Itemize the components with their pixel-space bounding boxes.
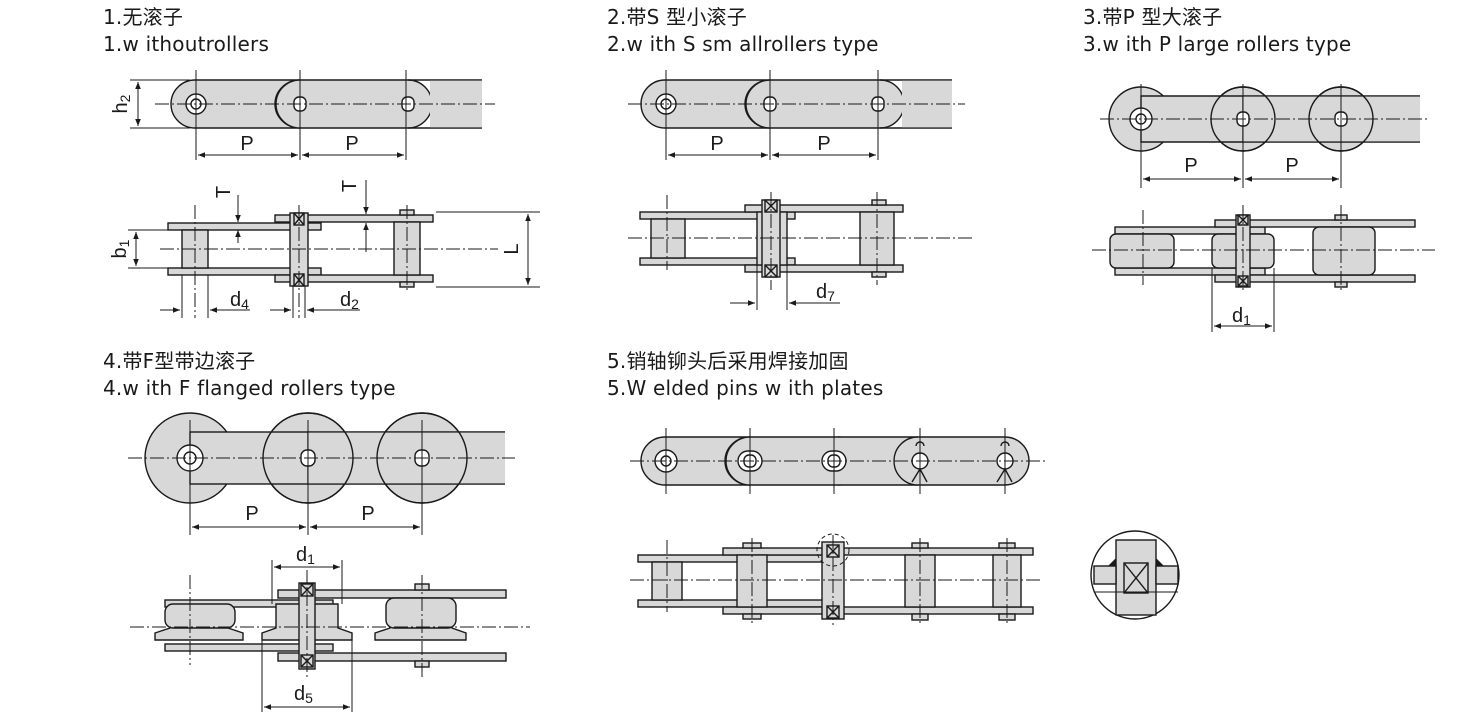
s3-pitch-label-2: P xyxy=(1285,155,1298,177)
section-1-title-en: 1.w ithoutrollers xyxy=(103,32,270,56)
section-4-title-en: 4.w ith F flanged rollers type xyxy=(103,376,396,400)
d4-label: d4 xyxy=(230,289,249,312)
section-1-top-centerlines xyxy=(160,205,498,318)
section-5-top-centerlines xyxy=(630,533,1040,625)
dimension-labels: P P h2 b1 T T L d4 d2 P P d7 P P d1 P P … xyxy=(109,94,1299,706)
section-1-top-view xyxy=(167,209,434,288)
section-3-top-dims xyxy=(1092,205,1435,332)
section-4-top-dims xyxy=(130,560,530,712)
t-label-2: T xyxy=(339,180,361,192)
l-label: L xyxy=(501,243,523,254)
section-5-title-cn: 5.销轴铆头后采用焊接加固 xyxy=(607,349,849,373)
h2-label: h2 xyxy=(110,94,133,113)
section-3-side-dims xyxy=(1100,84,1430,188)
section-1-side-dims xyxy=(130,79,404,158)
section-3-top-view xyxy=(1109,214,1416,288)
section-2-side-centerlines xyxy=(628,70,965,160)
section-1-side-centerlines xyxy=(155,70,495,160)
section-5-side-centerlines xyxy=(630,428,1045,494)
section-3-title-cn: 3.带P 型大滚子 xyxy=(1083,5,1223,29)
section-2-title-en: 2.w ith S sm allrollers type xyxy=(607,32,879,56)
section-3-title-en: 3.w ith P large rollers type xyxy=(1083,32,1352,56)
s1-pitch-label-1: P xyxy=(240,133,253,155)
s2-pitch-label-1: P xyxy=(710,133,723,155)
section-1-title-cn: 1.无滚子 xyxy=(103,5,184,29)
section-4-side-dims xyxy=(128,420,515,535)
d7-label: d7 xyxy=(816,281,835,304)
d1-label-s3: d1 xyxy=(1232,305,1251,328)
t-label-1: T xyxy=(213,186,235,198)
s2-pitch-label-2: P xyxy=(817,133,830,155)
section-2-top-dims xyxy=(628,192,975,310)
section-4-top-view xyxy=(154,582,507,670)
d2-label: d2 xyxy=(340,289,359,312)
b1-label: b1 xyxy=(109,239,132,258)
weld-detail-view xyxy=(1090,530,1180,620)
d1-label-s4: d1 xyxy=(296,544,315,567)
section-5-top-view xyxy=(637,541,1034,621)
d5-label: d5 xyxy=(294,683,313,706)
section-5-title-en: 5.W elded pins w ith plates xyxy=(607,376,884,400)
s3-pitch-label-1: P xyxy=(1184,155,1197,177)
section-1-top-dims xyxy=(128,180,540,318)
s4-pitch-label-2: P xyxy=(361,503,374,525)
s4-pitch-label-1: P xyxy=(245,503,258,525)
s1-pitch-label-2: P xyxy=(345,133,358,155)
section-2-title-cn: 2.带S 型小滚子 xyxy=(607,5,747,29)
section-4-title-cn: 4.带F型带边滚子 xyxy=(103,349,256,373)
